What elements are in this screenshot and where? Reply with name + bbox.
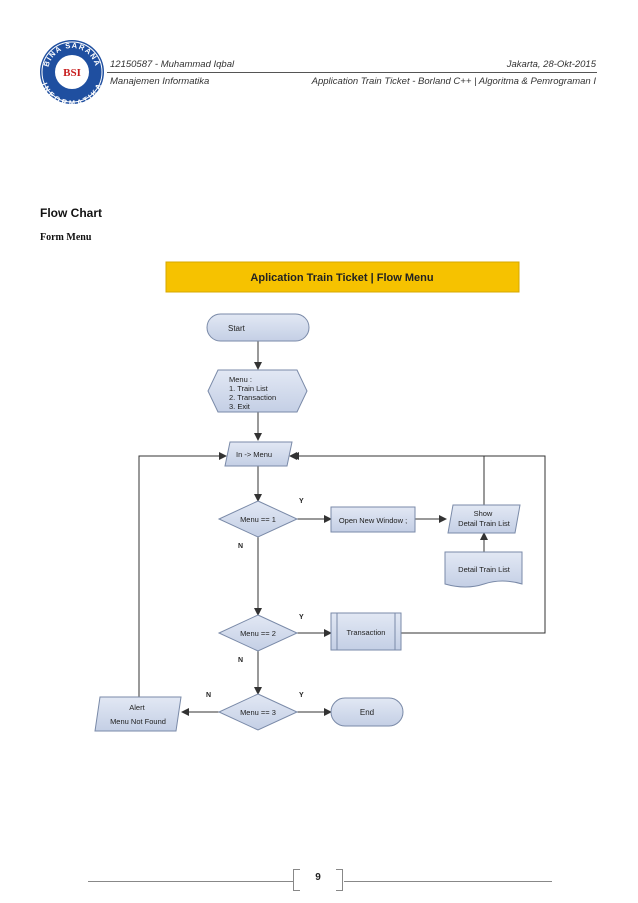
end-label: End xyxy=(360,708,374,717)
svg-text:Show Detail Train List: Show Detail Train List xyxy=(458,509,511,528)
menu-display-line-2: 1. Train List xyxy=(229,384,269,393)
no-label-3: N xyxy=(206,692,211,699)
start-terminator xyxy=(206,313,310,342)
decision-menu-1 xyxy=(217,500,299,538)
yes-label-3: Y xyxy=(299,692,304,699)
page-number: 9 xyxy=(315,872,321,883)
yes-label-1: Y xyxy=(299,498,304,505)
decision-menu-3 xyxy=(217,693,299,731)
svg-text:Alert Menu Not Found: Alert Menu Not Found xyxy=(110,703,166,726)
end-terminator xyxy=(330,697,404,727)
menu-display xyxy=(207,369,308,413)
alert-line-2: Menu Not Found xyxy=(110,717,166,726)
input-parallelogram xyxy=(224,441,293,467)
show-detail-line-1: Show xyxy=(474,509,493,518)
yes-label-2: Y xyxy=(299,614,304,621)
header-department: Manajemen Informatika xyxy=(110,76,210,87)
header-author: 12150587 - Muhammad Iqbal xyxy=(110,59,235,70)
logo-center-text: BSI xyxy=(63,67,81,79)
decision-menu-1-label: Menu == 1 xyxy=(240,515,276,524)
start-label: Start xyxy=(228,324,246,333)
flowchart-banner xyxy=(165,261,520,293)
no-label-2: N xyxy=(238,657,243,664)
menu-display-line-3: 2. Transaction xyxy=(229,393,276,402)
bsi-logo: BINA SARANA INFORMATIKA BSI xyxy=(40,40,104,106)
svg-text:Menu : 1. Train List 2: Menu : 1. Train List 2. Transaction 3. E… xyxy=(229,375,278,411)
input-label: In -> Menu xyxy=(236,450,272,459)
footer-bracket-right xyxy=(336,869,343,891)
transaction-process xyxy=(330,612,402,651)
no-label-1: N xyxy=(238,543,243,550)
decision-menu-3-label: Menu == 3 xyxy=(240,708,276,717)
detail-train-list-label: Detail Train List xyxy=(458,565,511,574)
footer-line-right xyxy=(344,881,552,882)
open-window-process xyxy=(330,506,416,533)
menu-display-line-1: Menu : xyxy=(229,375,252,384)
subsection-title: Form Menu xyxy=(40,232,92,243)
header-divider xyxy=(107,72,597,73)
alert-line-1: Alert xyxy=(129,703,145,712)
flowchart-banner-text: Aplication Train Ticket | Flow Menu xyxy=(250,272,433,284)
section-title: Flow Chart xyxy=(40,206,102,220)
open-window-label: Open New Window ; xyxy=(339,516,407,525)
decision-menu-2-label: Menu == 2 xyxy=(240,629,276,638)
transaction-label: Transaction xyxy=(347,628,386,637)
footer-bracket-left xyxy=(293,869,300,891)
footer-line-left xyxy=(88,881,294,882)
menu-display-line-4: 3. Exit xyxy=(229,402,251,411)
detail-train-list-document xyxy=(444,551,523,588)
alert-display xyxy=(94,696,182,732)
header-date: Jakarta, 28-Okt-2015 xyxy=(506,59,596,70)
header-course: Application Train Ticket - Borland C++ |… xyxy=(311,76,596,87)
decision-menu-2 xyxy=(217,614,299,652)
show-detail-line-2: Detail Train List xyxy=(458,519,511,528)
show-detail-display xyxy=(447,504,521,534)
